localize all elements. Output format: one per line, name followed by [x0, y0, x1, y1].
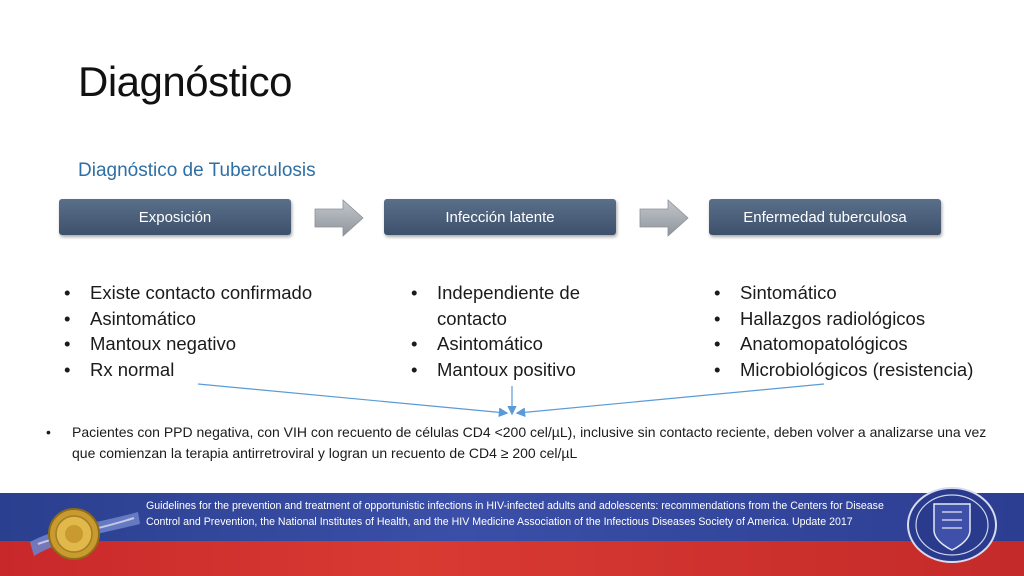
list-item: Asintomático: [62, 306, 312, 332]
slide-title: Diagnóstico: [78, 58, 292, 105]
exposure-list: Existe contacto confirmado Asintomático …: [62, 280, 312, 382]
stage-enfermedad-tuberculosa: Enfermedad tuberculosa: [709, 199, 941, 235]
connector-line-left: [197, 383, 509, 418]
stage-label: Enfermedad tuberculosa: [743, 208, 907, 226]
chevron-arrow-icon: [314, 199, 364, 237]
stage-infeccion-latente: Infección latente: [384, 199, 616, 235]
stage-label: Exposición: [138, 208, 212, 226]
list-item: Microbiológicos (resistencia): [712, 357, 973, 383]
chevron-arrow-icon: [639, 199, 689, 237]
university-crest-logo: [907, 487, 997, 563]
list-item: Anatomopatológicos: [712, 331, 973, 357]
ppd-note: Pacientes con PPD negativa, con VIH con …: [46, 422, 987, 464]
list-item: Mantoux negativo: [62, 331, 312, 357]
list-item: Independiente de contacto: [409, 280, 609, 331]
latent-infection-list: Independiente de contacto Asintomático M…: [409, 280, 609, 382]
connector-line-right: [515, 383, 825, 418]
stage-label: Infección latente: [445, 208, 555, 226]
medal-logo: [30, 508, 140, 560]
footer-reference: Guidelines for the prevention and treatm…: [146, 500, 884, 528]
list-item: Asintomático: [409, 331, 609, 357]
slide-subtitle: Diagnóstico de Tuberculosis: [78, 160, 316, 181]
list-item: Sintomático: [712, 280, 973, 306]
footer-red-band: [0, 541, 1024, 576]
list-item: Mantoux positivo: [409, 357, 609, 383]
list-item: Hallazgos radiológicos: [712, 306, 973, 332]
stage-exposicion: Exposición: [59, 199, 291, 235]
list-item: Existe contacto confirmado: [62, 280, 312, 306]
disease-list: Sintomático Hallazgos radiológicos Anato…: [712, 280, 973, 382]
list-item: Rx normal: [62, 357, 312, 383]
